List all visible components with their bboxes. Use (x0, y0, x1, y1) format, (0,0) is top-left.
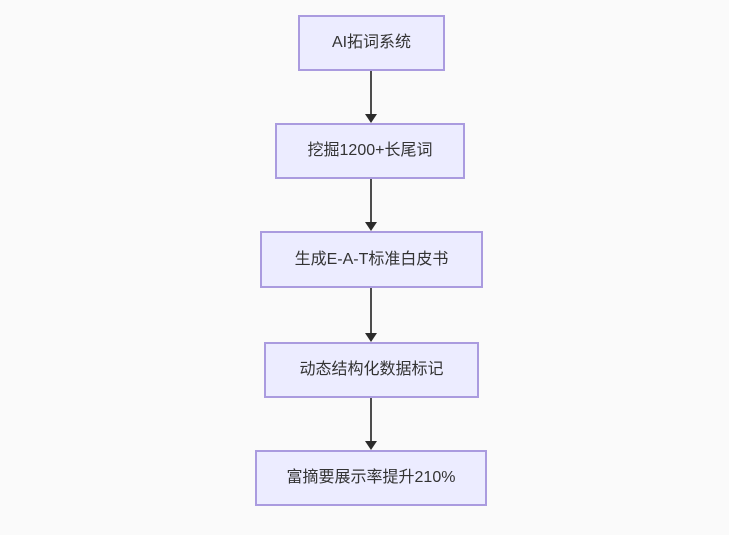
node-label: 富摘要展示率提升210% (286, 469, 456, 487)
flowchart-edge-3 (364, 288, 378, 342)
flowchart-node-generate-eat-whitepaper: 生成E-A-T标准白皮书 (260, 231, 483, 288)
edge-line (370, 398, 372, 441)
arrow-down-icon (365, 222, 377, 231)
flowchart-edge-1 (364, 71, 378, 123)
flowchart-node-dynamic-structured-data-markup: 动态结构化数据标记 (264, 342, 479, 398)
node-label: AI拓词系统 (331, 34, 412, 52)
node-label: 挖掘1200+长尾词 (307, 142, 433, 160)
edge-line (370, 288, 372, 333)
arrow-down-icon (365, 441, 377, 450)
node-label: 生成E-A-T标准白皮书 (294, 250, 449, 268)
arrow-down-icon (365, 333, 377, 342)
edge-line (370, 71, 372, 114)
flowchart-edge-2 (364, 179, 378, 231)
edge-line (370, 179, 372, 222)
arrow-down-icon (365, 114, 377, 123)
flowchart-edge-4 (364, 398, 378, 450)
flowchart-node-ai-word-expansion-system: AI拓词系统 (298, 15, 445, 71)
flowchart-node-rich-snippet-rate-increase: 富摘要展示率提升210% (255, 450, 487, 506)
node-label: 动态结构化数据标记 (299, 361, 444, 379)
flowchart-node-mine-longtail-keywords: 挖掘1200+长尾词 (275, 123, 465, 179)
